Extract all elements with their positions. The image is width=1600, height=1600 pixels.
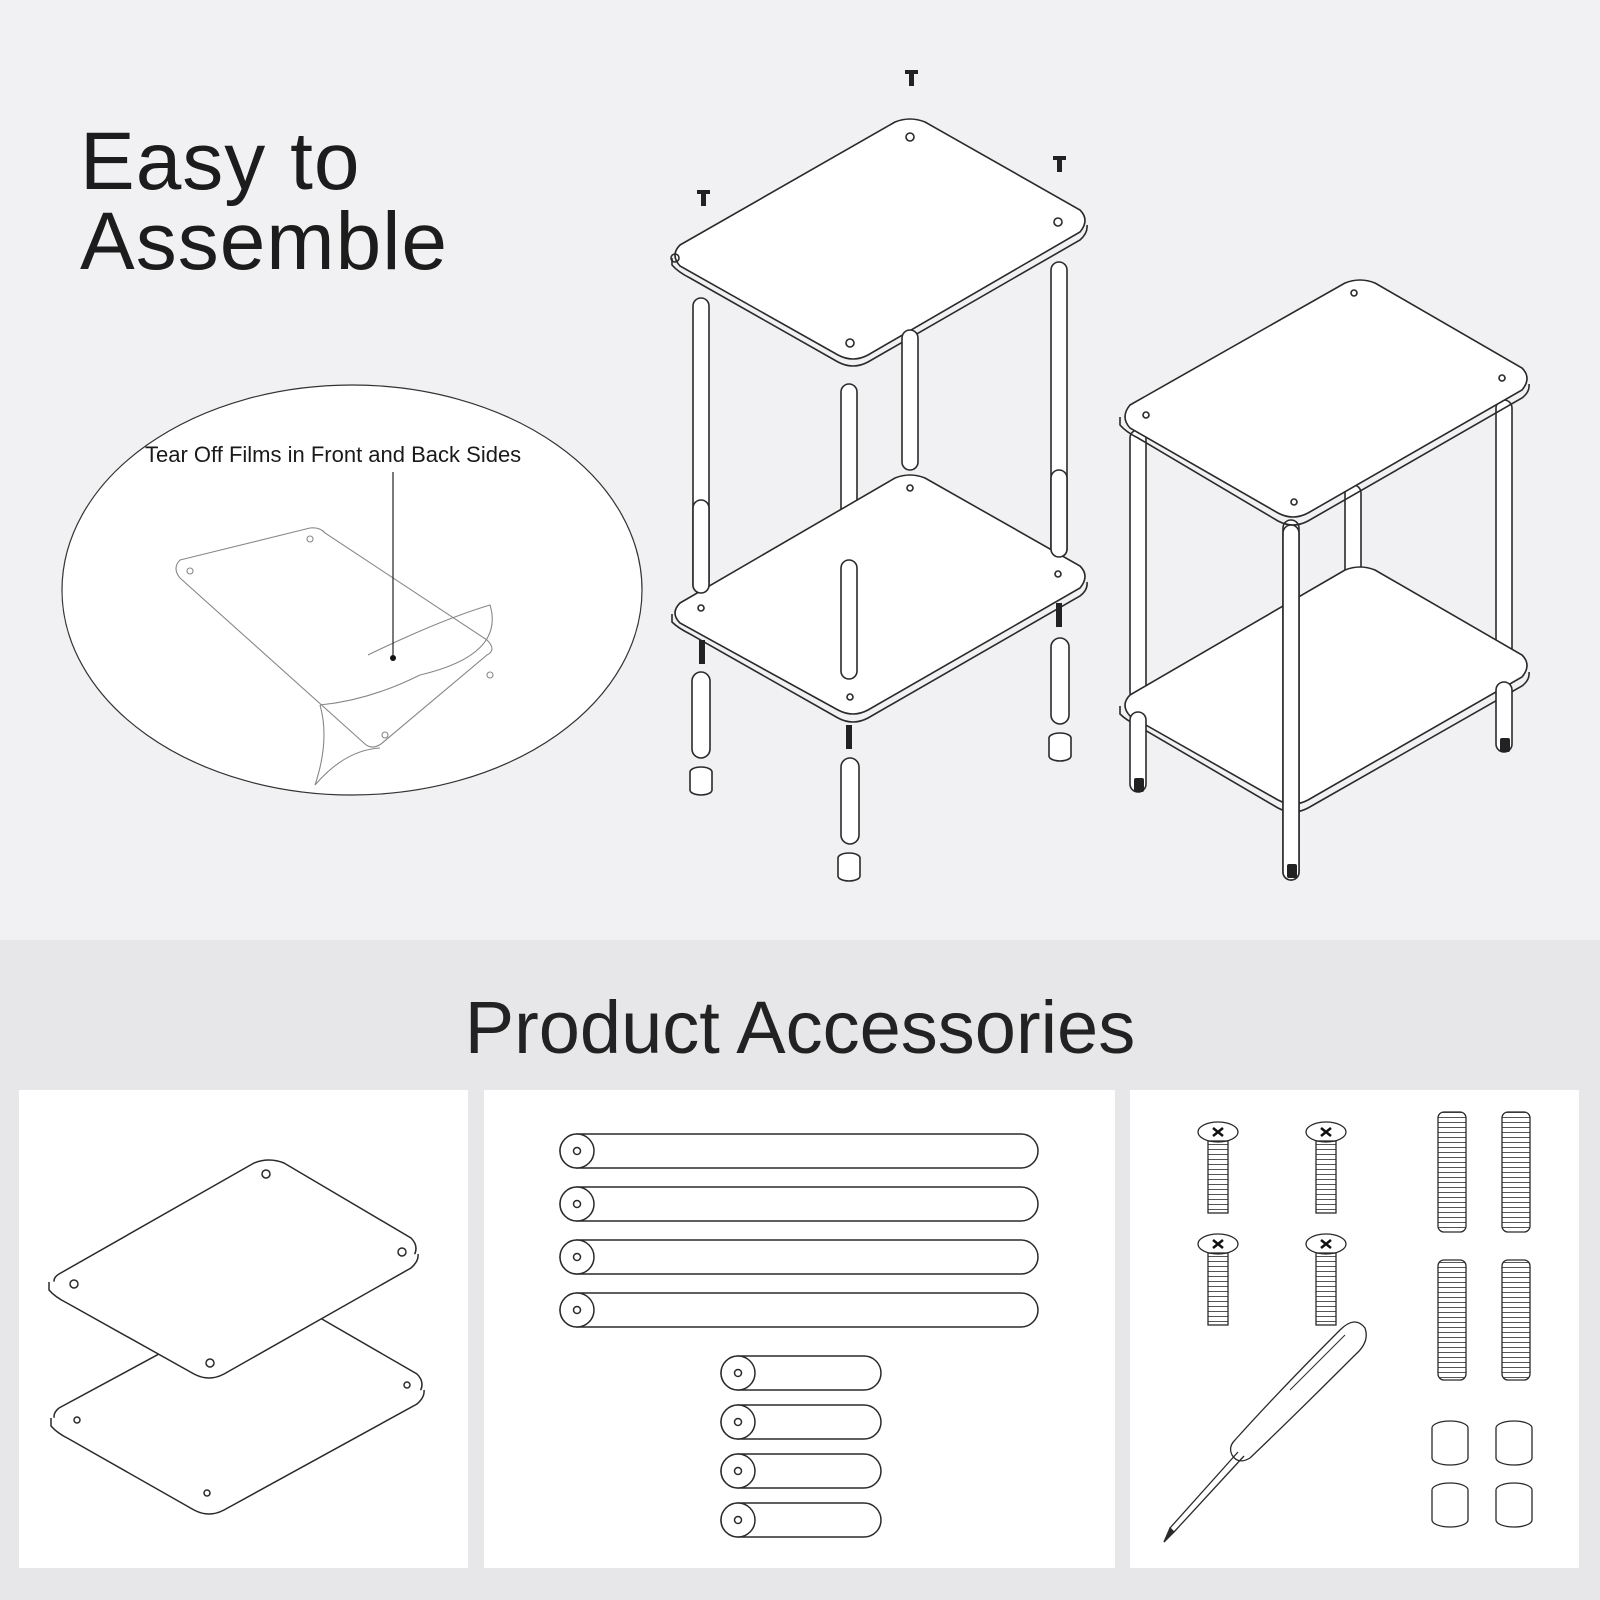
long-rods xyxy=(559,1133,1039,1328)
assembled-table-icon xyxy=(1119,279,1530,881)
threaded-rod-icon xyxy=(1437,1111,1531,1381)
shelf-panel-icon xyxy=(48,1159,425,1515)
film-panel-icon xyxy=(175,527,494,786)
foot-cap-icon xyxy=(1431,1420,1533,1528)
headline-line1: Easy to xyxy=(80,116,361,207)
rod-icon xyxy=(559,1133,1039,1538)
headline: Easy to Assemble xyxy=(80,116,449,287)
panel-shelves xyxy=(19,1090,468,1568)
panel-rods xyxy=(484,1090,1115,1568)
exploded-table-icon xyxy=(670,70,1088,882)
panel-hardware xyxy=(1130,1090,1579,1568)
assembly-illustration xyxy=(61,70,1530,882)
short-rods xyxy=(720,1355,882,1538)
headline-line2: Assemble xyxy=(80,196,449,287)
callout-bubble xyxy=(61,384,643,796)
callout-label: Tear Off Films in Front and Back Sides xyxy=(145,442,522,467)
accessories-title: Product Accessories xyxy=(464,986,1136,1069)
screw-icon xyxy=(1197,1121,1347,1326)
screwdriver-icon xyxy=(1163,1321,1367,1543)
